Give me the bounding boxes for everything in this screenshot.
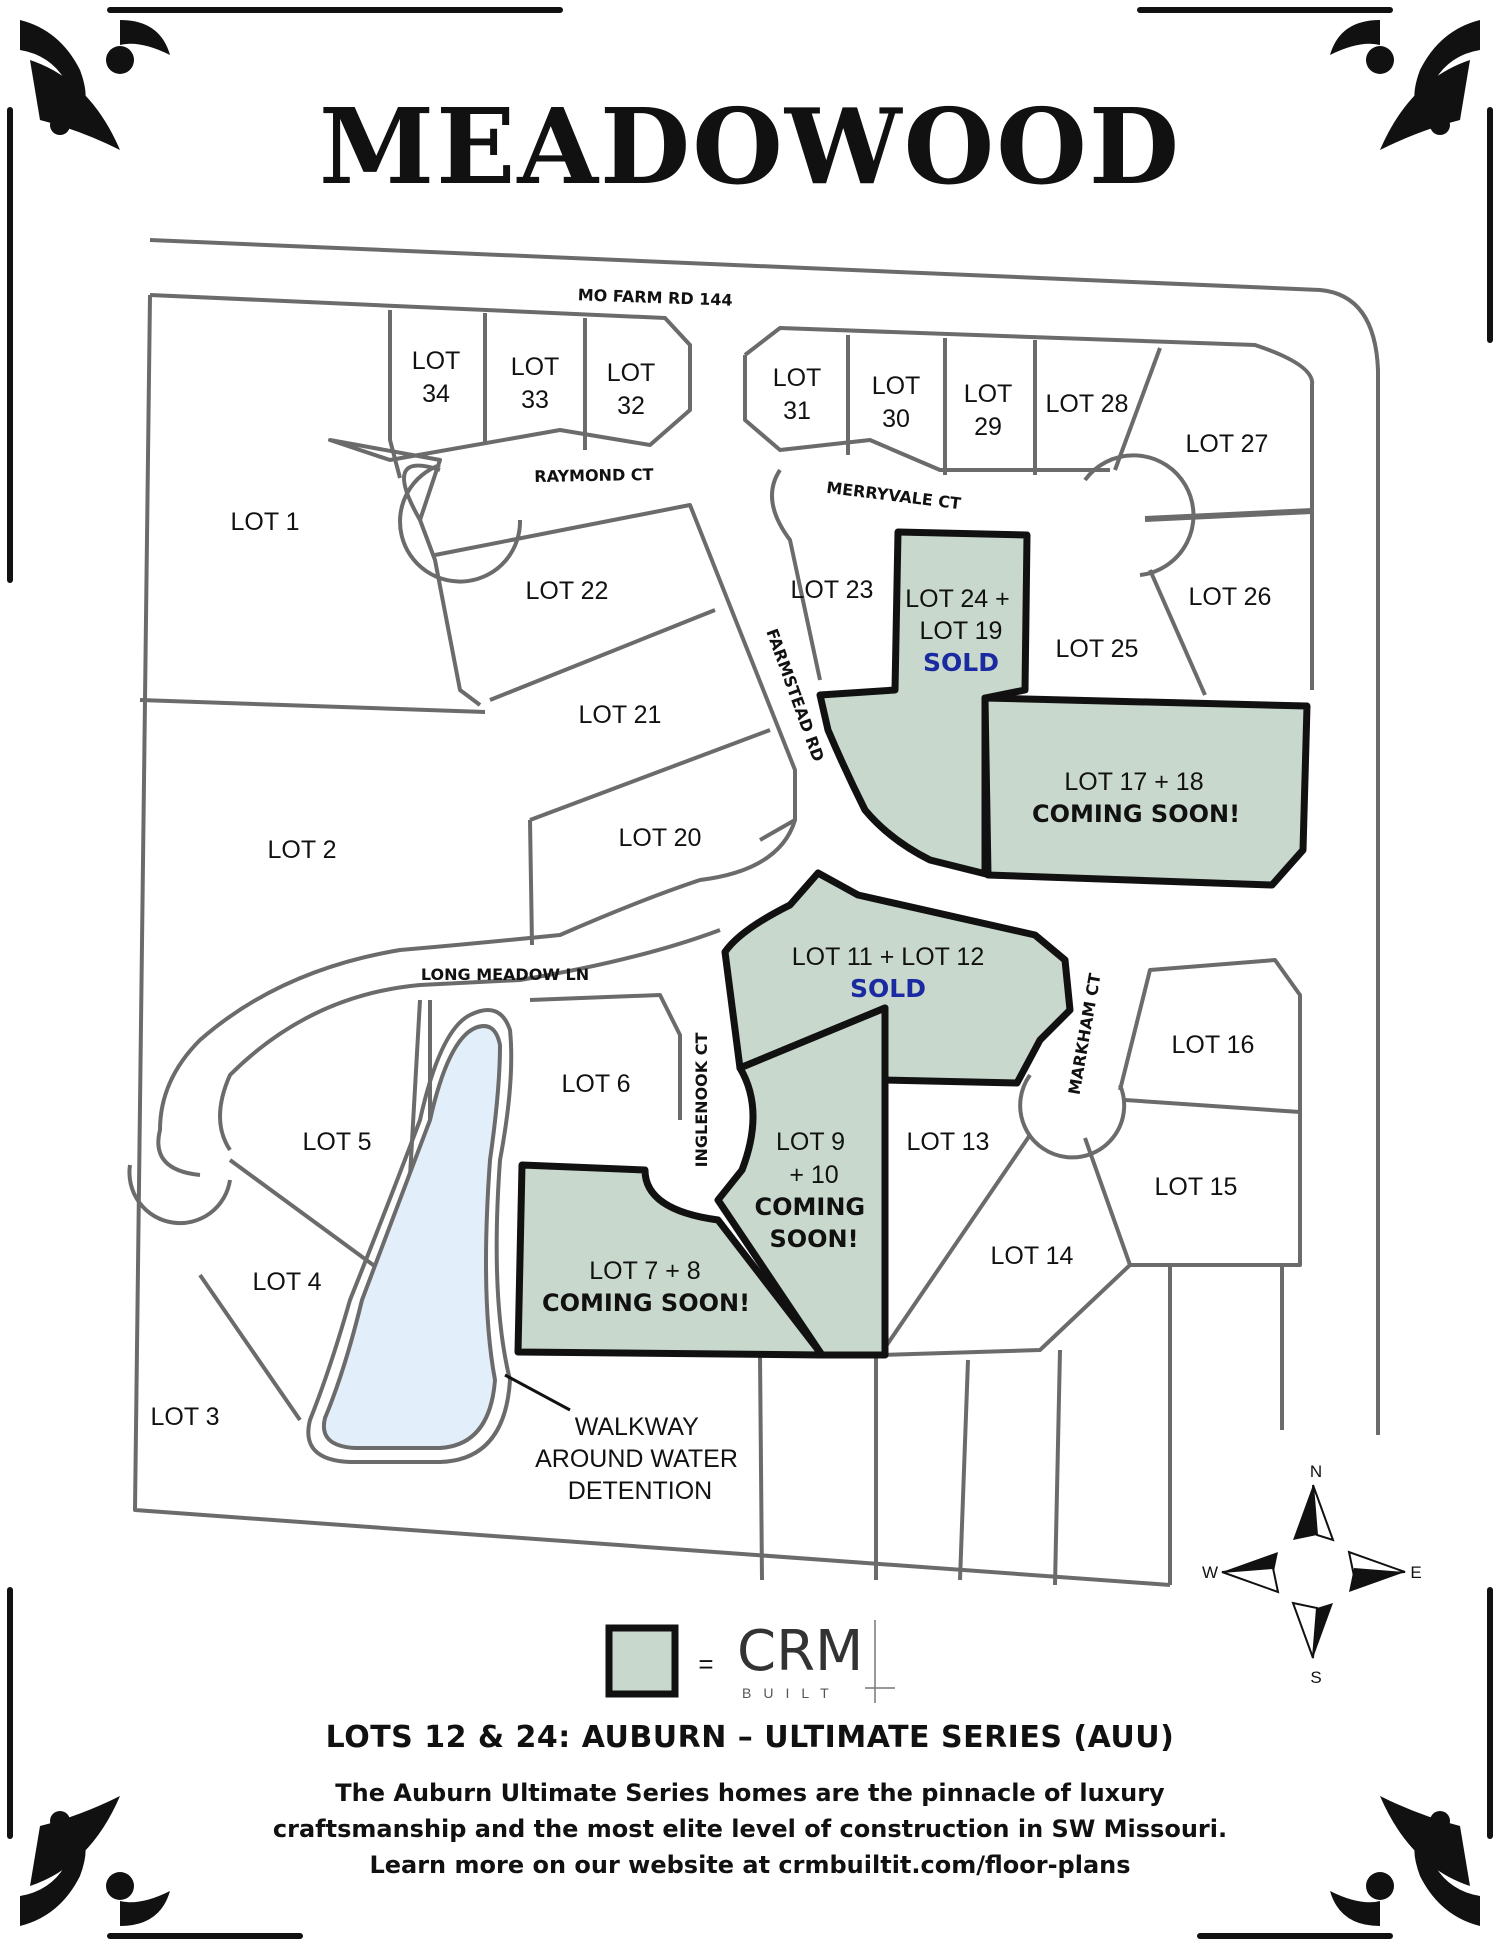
lot-16-label: LOT 16 bbox=[1172, 1031, 1255, 1059]
crm-logo: CRM bbox=[737, 1619, 863, 1684]
crm-lots bbox=[514, 528, 1311, 1359]
legend-swatch bbox=[605, 1624, 679, 1698]
lot-20-label: LOT 20 bbox=[619, 824, 702, 852]
lot-boundaries bbox=[127, 238, 1380, 1587]
lot-6-label: LOT 6 bbox=[561, 1070, 630, 1098]
street-raymond-ct: RAYMOND CT bbox=[534, 465, 654, 486]
corner-ornament-icon bbox=[20, 1796, 170, 1926]
lot-labels: LOT 1 LOT 2 LOT 3 LOT 4 LOT 5 LOT 6 LOT … bbox=[150, 347, 1271, 1431]
promo-headline: LOTS 12 & 24: AUBURN – ULTIMATE SERIES (… bbox=[325, 1720, 1175, 1755]
compass-rose-icon: N S W E bbox=[1202, 1462, 1422, 1687]
promo-description: The Auburn Ultimate Series homes are the… bbox=[0, 1775, 1500, 1883]
lot-17-18-status: COMING SOON! bbox=[1032, 800, 1240, 828]
lot-7-8-label: LOT 7 + 8 bbox=[589, 1257, 700, 1285]
lot-7-8-status: COMING SOON! bbox=[542, 1289, 750, 1317]
lot-14-label: LOT 14 bbox=[991, 1242, 1074, 1270]
corner-ornament-icon bbox=[1330, 1796, 1480, 1926]
lot-17-18-parcel bbox=[981, 694, 1311, 889]
lot-9-10-parcel bbox=[714, 1004, 889, 1359]
lot-4-label: LOT 4 bbox=[252, 1268, 321, 1296]
lot-5-label: LOT 5 bbox=[302, 1128, 371, 1156]
lot-2-label: LOT 2 bbox=[267, 836, 336, 864]
lot-1-label: LOT 1 bbox=[230, 508, 299, 536]
lot-25-label: LOT 25 bbox=[1056, 635, 1139, 663]
lot-13-label: LOT 13 bbox=[907, 1128, 990, 1156]
description-line: The Auburn Ultimate Series homes are the… bbox=[335, 1779, 1165, 1807]
compass-s: S bbox=[1310, 1668, 1321, 1687]
lot-24-19-label: LOT 24 + LOT 19 bbox=[905, 585, 1016, 645]
street-merryvale-ct: MERRYVALE CT bbox=[825, 478, 962, 513]
lot-17-18-label: LOT 17 + 18 bbox=[1064, 768, 1203, 796]
lot-9-10-label: LOT 9 + 10 bbox=[776, 1128, 852, 1189]
lot-11-12-parcel bbox=[721, 869, 1074, 1087]
corner-ornament-icon bbox=[20, 20, 170, 150]
lot-26-label: LOT 26 bbox=[1189, 583, 1272, 611]
legend: = CRM BUILT bbox=[605, 1619, 895, 1703]
corner-ornament-icon bbox=[1330, 20, 1480, 150]
lot-11-12-label: LOT 11 + LOT 12 bbox=[792, 943, 984, 971]
crm-logo-sub: BUILT bbox=[742, 1685, 841, 1701]
street-long-meadow-ln: LONG MEADOW LN bbox=[421, 965, 589, 984]
lot-24-19-status: SOLD bbox=[923, 648, 999, 677]
lot-22-label: LOT 22 bbox=[526, 577, 609, 605]
lot-23-label: LOT 23 bbox=[791, 576, 874, 604]
lot-27-label: LOT 27 bbox=[1186, 430, 1269, 458]
lot-24-19-parcel bbox=[816, 528, 1031, 879]
page-title: MEADOWOOD bbox=[318, 85, 1182, 208]
lot-15-label: LOT 15 bbox=[1155, 1173, 1238, 1201]
compass-e: E bbox=[1410, 1563, 1421, 1582]
crm-lot-labels: LOT 24 + LOT 19 SOLD LOT 17 + 18 COMING … bbox=[542, 585, 1240, 1317]
walkway-note: WALKWAY AROUND WATER DETENTION bbox=[535, 1413, 745, 1505]
legend-equals: = bbox=[698, 1649, 713, 1679]
compass-n: N bbox=[1310, 1462, 1322, 1481]
water-detention-pond bbox=[306, 1008, 571, 1464]
street-inglenook-ct: INGLENOOK CT bbox=[692, 1033, 711, 1168]
lot-3-label: LOT 3 bbox=[150, 1403, 219, 1431]
lot-7-8-parcel bbox=[514, 1161, 826, 1359]
lot-21-label: LOT 21 bbox=[579, 701, 662, 729]
lot-11-12-status: SOLD bbox=[850, 974, 926, 1003]
description-line: Learn more on our website at crmbuiltit.… bbox=[369, 1851, 1131, 1879]
compass-w: W bbox=[1202, 1563, 1218, 1582]
lot-9-10-status: COMING SOON! bbox=[755, 1193, 874, 1253]
street-mo-farm-rd: MO FARM RD 144 bbox=[577, 285, 733, 309]
lot-28-label: LOT 28 bbox=[1046, 390, 1129, 418]
description-line: craftsmanship and the most elite level o… bbox=[272, 1815, 1228, 1843]
